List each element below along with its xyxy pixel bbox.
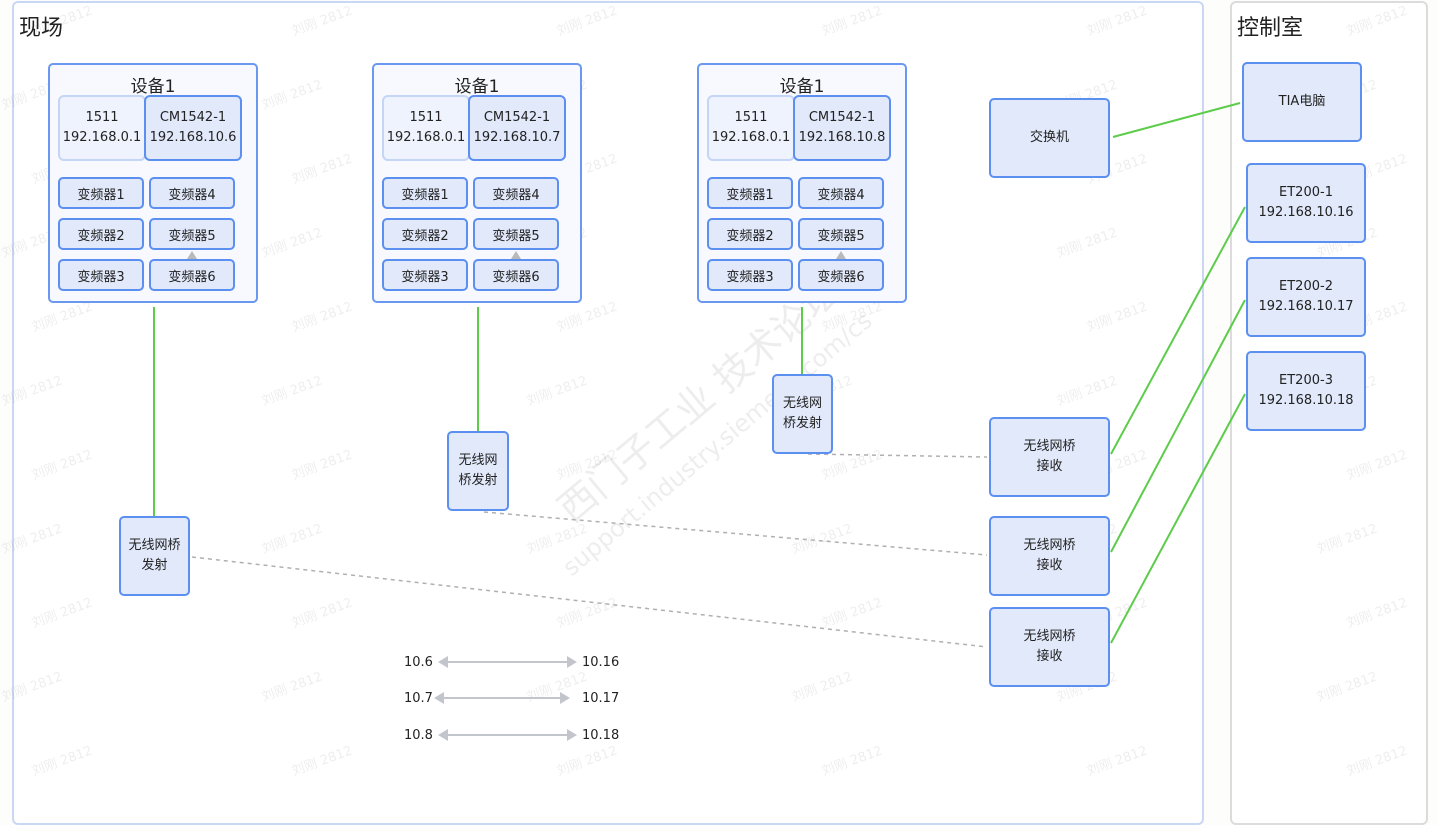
- wireless-bridge-transmitter-2[interactable]: 无线网桥发射: [447, 431, 509, 511]
- et200-3[interactable]: ET200-3 192.168.10.18: [1246, 351, 1366, 431]
- cm1542-module[interactable]: CM1542-1 192.168.10.8: [793, 95, 891, 161]
- device-1[interactable]: 设备1 1511 192.168.0.1 CM1542-1 192.168.10.6…: [48, 63, 258, 303]
- drive-6[interactable]: 变频器6: [473, 259, 559, 291]
- connector-triangle-icon: [511, 251, 521, 259]
- wireless-bridge-receiver-3[interactable]: 无线网桥接收: [989, 607, 1110, 687]
- node-label: 交换机: [1029, 130, 1069, 145]
- plc-1511[interactable]: 1511 192.168.0.1: [382, 95, 470, 161]
- node-label: 接收: [1036, 459, 1063, 474]
- field-zone-title: 现场: [19, 16, 64, 41]
- drive-2[interactable]: 变频器2: [58, 218, 144, 250]
- drive-4[interactable]: 变频器4: [149, 177, 235, 209]
- drive-6[interactable]: 变频器6: [149, 259, 235, 291]
- cm-model: CM1542-1: [808, 110, 876, 125]
- mapping-to-3: 10.18: [582, 728, 620, 743]
- device-2[interactable]: 设备1 1511 192.168.0.1 CM1542-1 192.168.10.7…: [372, 63, 582, 303]
- plc-ip: 192.168.0.1: [62, 130, 142, 145]
- drive-1[interactable]: 变频器1: [382, 177, 468, 209]
- node-label: 无线网桥: [128, 538, 181, 553]
- plc-model: 1511: [85, 110, 119, 125]
- node-label: 桥发射: [458, 473, 498, 488]
- device-3[interactable]: 设备1 1511 192.168.0.1 CM1542-1 192.168.10.8…: [697, 63, 907, 303]
- mapping-from-2: 10.7: [404, 691, 433, 706]
- wireless-bridge-transmitter-3[interactable]: 无线网桥发射: [772, 374, 833, 454]
- node-label: 无线网: [458, 453, 498, 468]
- node-label: ET200-3: [1279, 373, 1333, 388]
- node-label: 无线网桥: [1023, 538, 1076, 553]
- drive-2[interactable]: 变频器2: [707, 218, 793, 250]
- plc-1511[interactable]: 1511 192.168.0.1: [707, 95, 795, 161]
- node-label: ET200-1: [1279, 185, 1333, 200]
- drive-3[interactable]: 变频器3: [707, 259, 793, 291]
- drive-4[interactable]: 变频器4: [473, 177, 559, 209]
- device-title: 设备1: [779, 77, 825, 97]
- node-label: 桥发射: [782, 416, 822, 431]
- tia-pc[interactable]: TIA电脑: [1242, 62, 1362, 142]
- et200-2[interactable]: ET200-2 192.168.10.17: [1246, 257, 1366, 337]
- plc-model: 1511: [409, 110, 443, 125]
- drive-5[interactable]: 变频器5: [473, 218, 559, 250]
- cm-ip: 192.168.10.6: [149, 130, 237, 145]
- plc-model: 1511: [734, 110, 768, 125]
- mapping-to-1: 10.16: [582, 655, 620, 670]
- drive-4[interactable]: 变频器4: [798, 177, 884, 209]
- device-title: 设备1: [454, 77, 500, 97]
- cm1542-module[interactable]: CM1542-1 192.168.10.7: [468, 95, 566, 161]
- drive-5[interactable]: 变频器5: [149, 218, 235, 250]
- drive-1[interactable]: 变频器1: [58, 177, 144, 209]
- wireless-bridge-transmitter-1[interactable]: 无线网桥发射: [119, 516, 190, 596]
- node-label: 发射: [141, 558, 168, 573]
- drive-1[interactable]: 变频器1: [707, 177, 793, 209]
- drive-6[interactable]: 变频器6: [798, 259, 884, 291]
- device-title: 设备1: [130, 77, 176, 97]
- mapping-from-1: 10.6: [404, 655, 433, 670]
- drive-5[interactable]: 变频器5: [798, 218, 884, 250]
- cm-ip: 192.168.10.8: [798, 130, 886, 145]
- node-label: TIA电脑: [1278, 94, 1326, 109]
- mapping-from-3: 10.8: [404, 728, 433, 743]
- connector-triangle-icon: [187, 251, 197, 259]
- cm-model: CM1542-1: [159, 110, 227, 125]
- node-label: 接收: [1036, 558, 1063, 573]
- plc-ip: 192.168.0.1: [711, 130, 791, 145]
- cm1542-module[interactable]: CM1542-1 192.168.10.6: [144, 95, 242, 161]
- node-label: 无线网桥: [1023, 629, 1076, 644]
- network-switch[interactable]: 交换机: [989, 98, 1110, 178]
- drive-3[interactable]: 变频器3: [382, 259, 468, 291]
- wireless-bridge-receiver-2[interactable]: 无线网桥接收: [989, 516, 1110, 596]
- node-ip: 192.168.10.16: [1258, 205, 1354, 220]
- plc-1511[interactable]: 1511 192.168.0.1: [58, 95, 146, 161]
- control-room-zone-title: 控制室: [1237, 16, 1304, 41]
- drive-2[interactable]: 变频器2: [382, 218, 468, 250]
- drive-3[interactable]: 变频器3: [58, 259, 144, 291]
- node-ip: 192.168.10.18: [1258, 393, 1354, 408]
- node-label: 无线网: [782, 396, 822, 411]
- node-label: 接收: [1036, 649, 1063, 664]
- et200-1[interactable]: ET200-1 192.168.10.16: [1246, 163, 1366, 243]
- plc-ip: 192.168.0.1: [386, 130, 466, 145]
- mapping-to-2: 10.17: [582, 691, 620, 706]
- node-label: 无线网桥: [1023, 439, 1076, 454]
- node-ip: 192.168.10.17: [1258, 299, 1354, 314]
- wireless-bridge-receiver-1[interactable]: 无线网桥接收: [989, 417, 1110, 497]
- cm-ip: 192.168.10.7: [473, 130, 561, 145]
- cm-model: CM1542-1: [483, 110, 551, 125]
- node-label: ET200-2: [1279, 279, 1333, 294]
- connector-triangle-icon: [836, 251, 846, 259]
